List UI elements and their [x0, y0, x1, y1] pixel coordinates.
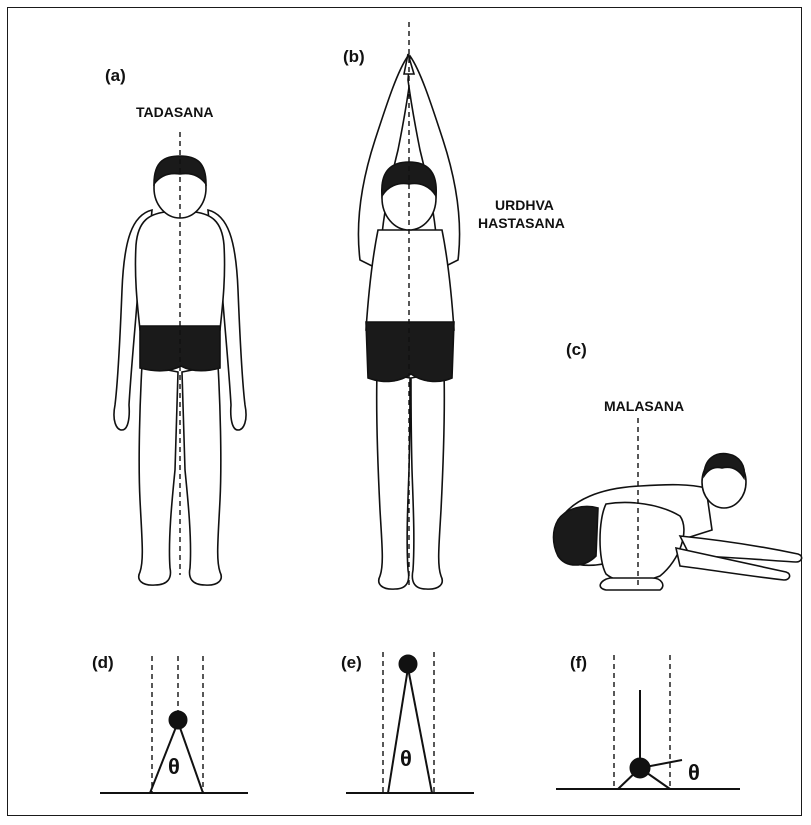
figure-malasana [554, 454, 802, 590]
theta-label-e: θ [400, 746, 412, 771]
leg-line-d-right [178, 722, 203, 793]
stick-diagram-e [346, 652, 474, 793]
panel-label-a: (a) [105, 66, 126, 85]
panel-label-c: (c) [566, 340, 587, 359]
pose-label-urdhva: URDHVA [495, 197, 554, 213]
leg-line-e-left [388, 668, 408, 793]
center-of-mass-d [169, 711, 187, 729]
panel-label-b: (b) [343, 47, 365, 66]
center-of-mass-e [399, 655, 417, 673]
panel-label-f: (f) [570, 653, 587, 672]
panel-label-e: (e) [341, 653, 362, 672]
pose-label-malasana: MALASANA [604, 398, 684, 414]
leg-line-e-right [408, 668, 432, 793]
theta-label-f: θ [688, 760, 700, 785]
panel-label-d: (d) [92, 653, 114, 672]
gravity-lines-upper [180, 22, 638, 586]
stick-diagram-f [556, 655, 740, 789]
pose-label-tadasana: TADASANA [136, 104, 214, 120]
theta-label-d: θ [168, 754, 180, 779]
pose-label-hastasana: HASTASANA [478, 215, 565, 231]
center-of-mass-f [630, 758, 650, 778]
